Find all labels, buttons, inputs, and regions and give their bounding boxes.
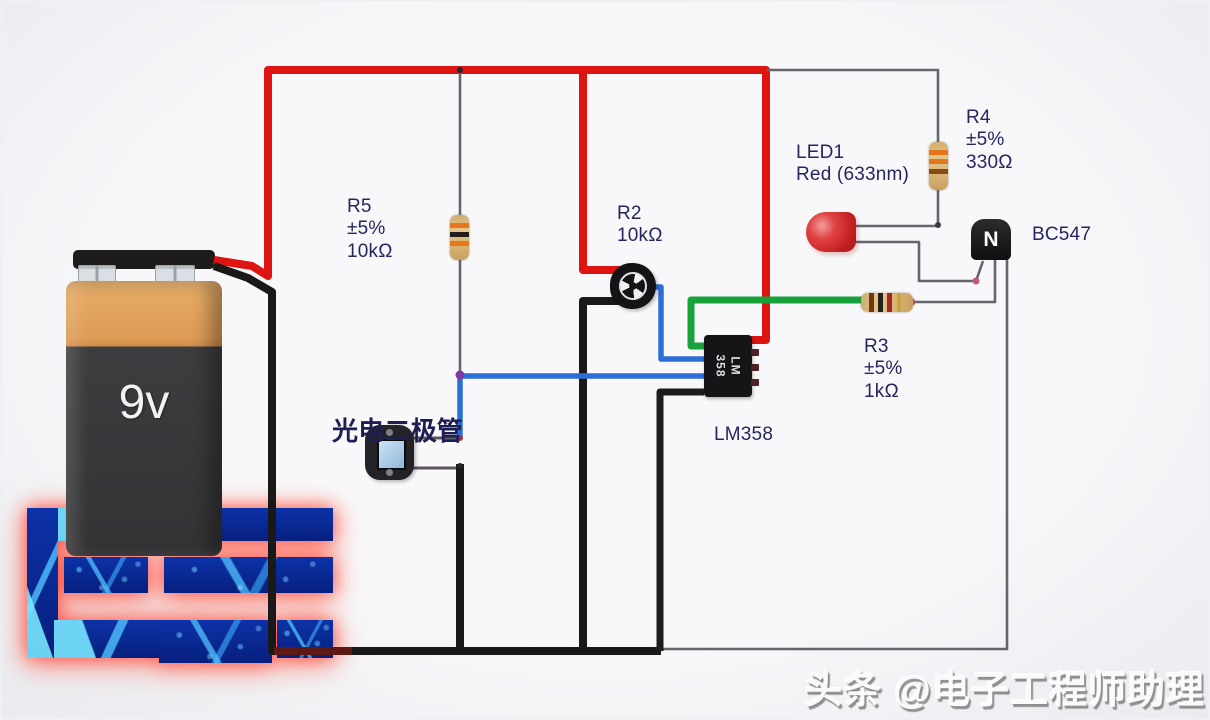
- resistor-band: [929, 159, 948, 164]
- led1-red: [806, 212, 856, 252]
- transistor-marking: N: [983, 227, 999, 251]
- resistor-band: [450, 223, 469, 228]
- junction-dot: [457, 67, 463, 73]
- junction-dot: [972, 277, 980, 285]
- logo-bar: [159, 620, 272, 663]
- resistor-band: [450, 232, 469, 237]
- junction-dot: [457, 435, 463, 441]
- ic-marking: LM 358: [714, 354, 743, 378]
- resistor-band: [869, 293, 874, 312]
- label-r4: R4 ±5% 330Ω: [966, 107, 1013, 173]
- wire-positive-pot-branch: [579, 74, 620, 274]
- resistor-band: [878, 293, 883, 312]
- resistor-band: [929, 150, 948, 155]
- resistor-band: [897, 293, 901, 312]
- wire-opamp-output-green: [687, 296, 864, 350]
- potentiometer-r2: [610, 263, 656, 309]
- logo-bar: [54, 620, 178, 658]
- battery-voltage-label: 9v: [118, 376, 170, 429]
- battery-9v: 9v: [66, 250, 222, 556]
- logo-bar: [27, 508, 58, 658]
- potentiometer-rotor: [619, 272, 647, 300]
- battery-terminal: [78, 265, 116, 284]
- opamp-lm358-chip: LM 358: [704, 335, 759, 397]
- wire-base-to-r3: [911, 254, 997, 304]
- ic-pin: [751, 349, 759, 356]
- label-r5: R5 ±5% 10kΩ: [347, 196, 393, 262]
- resistor-r4: [929, 142, 948, 190]
- battery-terminal: [155, 265, 195, 284]
- junction-dot: [455, 370, 465, 380]
- wire-opamp-ground: [656, 388, 704, 651]
- wire-led-to-collector: [850, 240, 985, 283]
- resistor-band: [929, 169, 948, 174]
- watermark: 头条 @电子工程师助理小七: [804, 670, 1205, 712]
- wire-positive-rail: [213, 66, 770, 344]
- junction-dot: [935, 222, 941, 228]
- label-led1: LED1 Red (633nm): [796, 142, 910, 186]
- battery-body: 9v: [66, 281, 222, 556]
- resistor-band: [887, 293, 892, 312]
- transistor-bc547: N: [971, 219, 1011, 260]
- label-photodiode: 光电二极管: [332, 416, 464, 446]
- photodiode-hole: [386, 469, 393, 476]
- ic-pin: [751, 364, 759, 371]
- resistor-r5: [450, 215, 469, 260]
- label-lm358: LM358: [714, 424, 774, 445]
- resistor-r3: [861, 293, 913, 312]
- logo-bar: [64, 557, 148, 593]
- wire-pot-ground: [579, 297, 620, 651]
- photodiode: [365, 425, 414, 480]
- photodiode-hole: [386, 429, 393, 436]
- wire-ground-rail: [212, 262, 661, 655]
- label-r3: R3 ±5% 1kΩ: [864, 336, 903, 402]
- wire-emitter-to-ground: [659, 254, 1009, 651]
- battery-cap: [73, 250, 215, 269]
- photodiode-window: [377, 439, 406, 470]
- label-bc547: BC547: [1032, 224, 1092, 245]
- resistor-band: [450, 241, 469, 246]
- ic-pin: [751, 379, 759, 386]
- label-r2: R2 10kΩ: [617, 203, 663, 247]
- junction-dot: [457, 463, 463, 469]
- logo-bar: [164, 557, 333, 593]
